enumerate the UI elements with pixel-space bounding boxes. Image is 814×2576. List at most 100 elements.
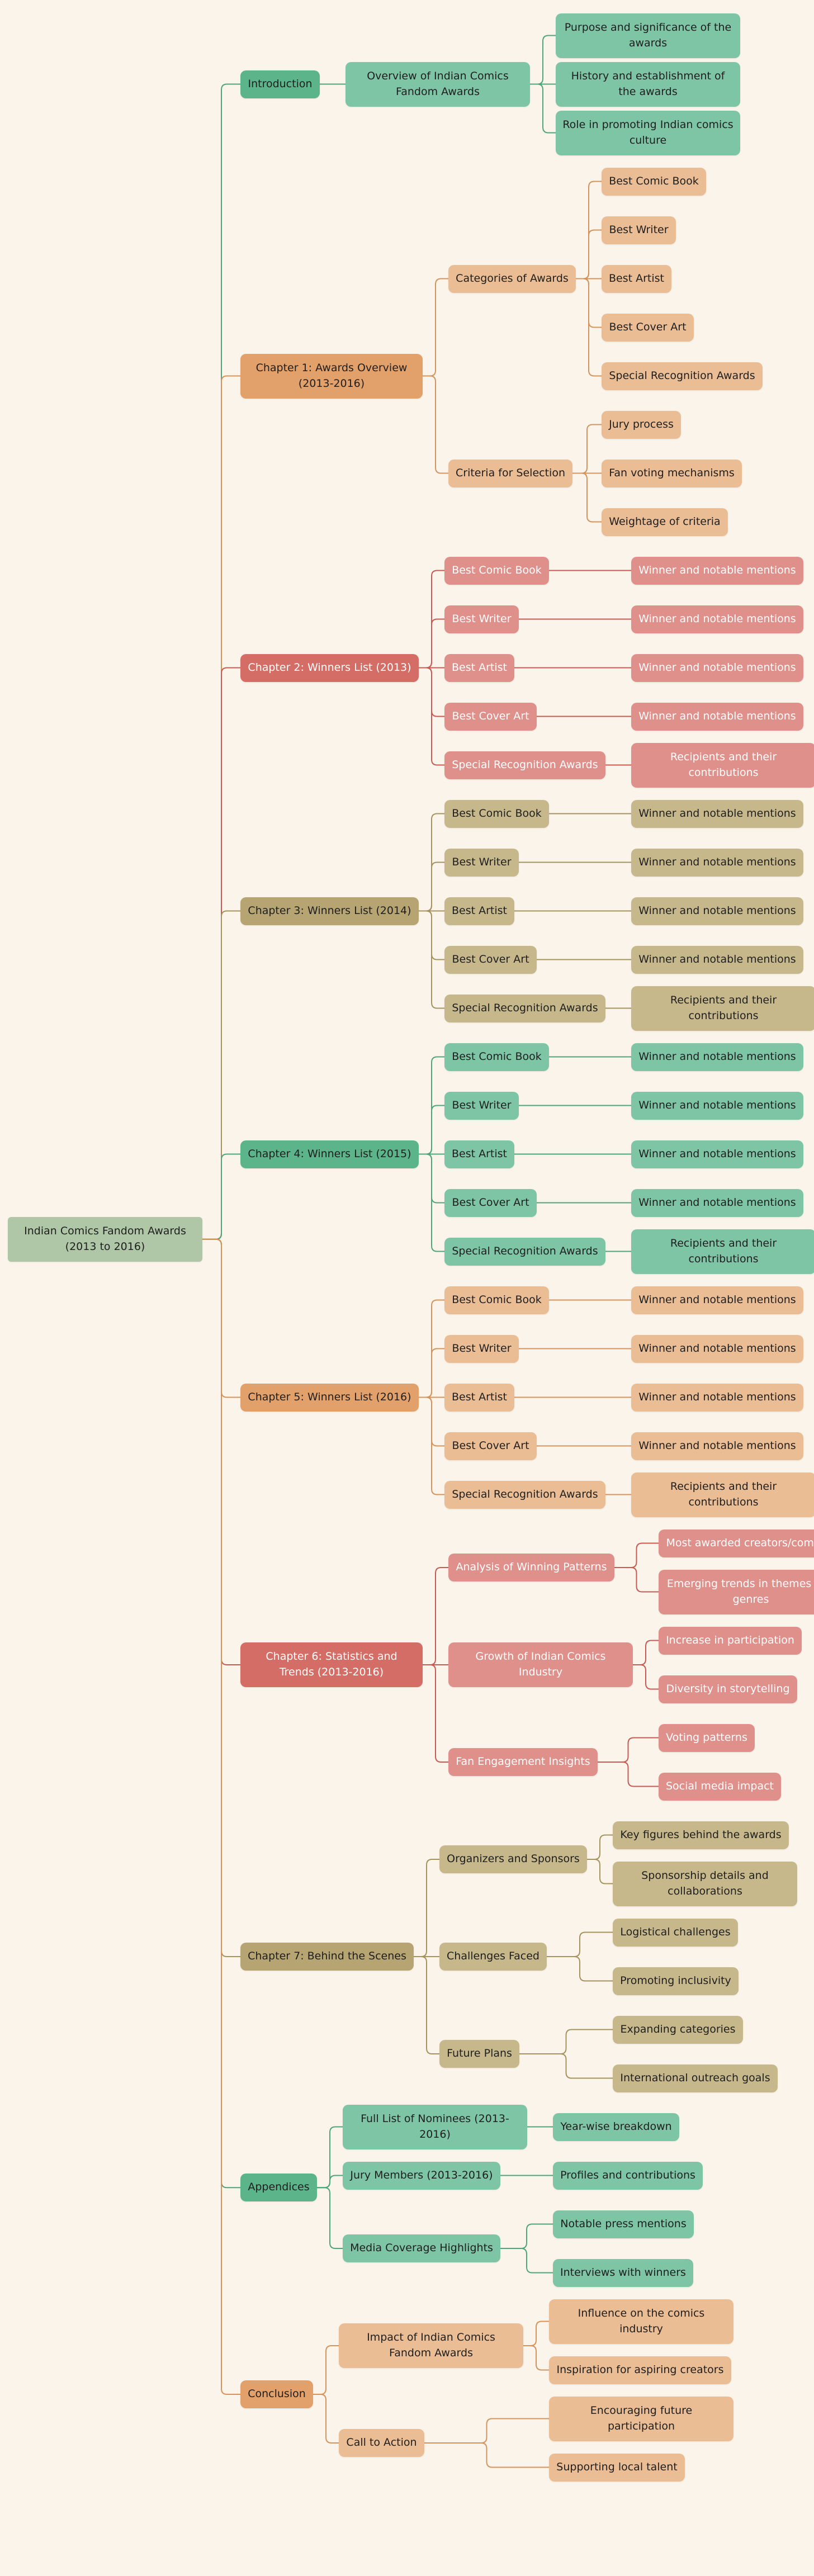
detail-node-6-1-1: Diversity in storytelling xyxy=(659,1675,797,1703)
topic-node-4-0: Best Comic Book xyxy=(444,1043,549,1071)
connector xyxy=(202,1153,240,1240)
connector xyxy=(576,229,602,280)
topic-node-9-0: Impact of Indian Comics Fandom Awards xyxy=(339,2323,523,2368)
chapter-node-9: Conclusion xyxy=(240,2380,313,2408)
detail-node-2-4-0: Recipients and their contributions xyxy=(631,742,814,788)
detail-node-8-2-1: Interviews with winners xyxy=(553,2258,693,2287)
connector xyxy=(419,910,444,1009)
connector xyxy=(423,1567,448,1665)
chapter-node-8: Appendices xyxy=(240,2174,317,2202)
detail-node-5-3-0: Winner and notable mentions xyxy=(631,1432,803,1460)
connector xyxy=(313,2394,339,2444)
chapter-node-0: Introduction xyxy=(240,70,320,98)
detail-node-1-0-4: Special Recognition Awards xyxy=(602,362,763,390)
topic-node-6-2: Fan Engagement Insights xyxy=(448,1748,598,1776)
connector xyxy=(572,472,602,523)
detail-node-2-3-0: Winner and notable mentions xyxy=(631,702,803,731)
connector xyxy=(423,278,448,377)
connector xyxy=(614,1542,659,1568)
detail-node-9-1-0: Encouraging future participation xyxy=(549,2396,733,2441)
detail-node-7-0-0: Key figures behind the awards xyxy=(613,1821,789,1849)
connector xyxy=(419,910,444,960)
detail-node-4-0-0: Winner and notable mentions xyxy=(631,1043,803,1071)
topic-node-4-2: Best Artist xyxy=(444,1140,514,1168)
connector xyxy=(317,2187,343,2249)
detail-node-7-1-1: Promoting inclusivity xyxy=(613,1967,739,1995)
detail-node-1-0-1: Best Writer xyxy=(602,216,676,244)
detail-node-2-0-0: Winner and notable mentions xyxy=(631,556,803,585)
connector xyxy=(414,1859,439,1957)
topic-node-9-1: Call to Action xyxy=(339,2429,424,2457)
connector xyxy=(202,1238,240,1957)
topic-node-6-1: Growth of Indian Comics Industry xyxy=(448,1642,633,1687)
topic-node-3-4: Special Recognition Awards xyxy=(444,994,605,1022)
chapter-node-3: Chapter 3: Winners List (2014) xyxy=(240,897,419,925)
connector xyxy=(202,1238,240,2189)
detail-node-1-0-0: Best Comic Book xyxy=(602,167,706,196)
connector xyxy=(523,2345,549,2371)
topic-node-6-0: Analysis of Winning Patterns xyxy=(448,1554,614,1581)
topic-node-2-1: Best Writer xyxy=(444,605,519,633)
connector xyxy=(419,667,444,717)
detail-node-6-0-1: Emerging trends in themes and genres xyxy=(659,1569,814,1614)
detail-node-9-1-1: Supporting local talent xyxy=(549,2453,685,2482)
connector xyxy=(419,1396,444,1495)
connector xyxy=(419,1396,444,1447)
connector xyxy=(576,181,602,280)
topic-node-5-4: Special Recognition Awards xyxy=(444,1480,605,1509)
connector xyxy=(419,667,444,766)
connector xyxy=(424,2418,549,2444)
topic-node-3-0: Best Comic Book xyxy=(444,799,549,828)
connector xyxy=(202,1238,240,1665)
connector xyxy=(313,2345,339,2395)
topic-node-2-4: Special Recognition Awards xyxy=(444,751,605,779)
detail-node-2-2-0: Winner and notable mentions xyxy=(631,654,803,682)
topic-node-1-1: Criteria for Selection xyxy=(448,459,572,487)
connector xyxy=(419,1105,444,1155)
connector xyxy=(598,1761,659,1787)
connector xyxy=(519,2029,613,2054)
connector xyxy=(598,1737,659,1763)
detail-node-8-0-0: Year-wise breakdown xyxy=(553,2113,679,2141)
topic-node-5-1: Best Writer xyxy=(444,1334,519,1363)
topic-node-7-2: Future Plans xyxy=(439,2040,519,2068)
detail-node-7-1-0: Logistical challenges xyxy=(613,1918,738,1947)
chapter-node-1: Chapter 1: Awards Overview (2013-2016) xyxy=(240,353,423,399)
detail-node-0-0-0: Purpose and significance of the awards xyxy=(556,13,740,58)
chapter-node-6: Chapter 6: Statistics and Trends (2013-2… xyxy=(240,1642,423,1687)
connector xyxy=(202,1238,240,1398)
root-node: Indian Comics Fandom Awards (2013 to 201… xyxy=(8,1216,202,1262)
connector xyxy=(419,861,444,912)
connector xyxy=(202,667,240,1240)
connector xyxy=(633,1664,659,1690)
connector xyxy=(519,2053,613,2079)
detail-node-3-1-0: Winner and notable mentions xyxy=(631,848,803,877)
detail-node-5-2-0: Winner and notable mentions xyxy=(631,1383,803,1412)
connector xyxy=(500,2223,553,2249)
connector xyxy=(419,1299,444,1398)
topic-node-3-1: Best Writer xyxy=(444,848,519,877)
detail-node-6-2-0: Voting patterns xyxy=(659,1723,755,1752)
connector xyxy=(202,375,240,1240)
detail-node-4-1-0: Winner and notable mentions xyxy=(631,1091,803,1120)
connector xyxy=(523,2321,549,2346)
detail-node-2-1-0: Winner and notable mentions xyxy=(631,605,803,633)
connector xyxy=(576,278,602,377)
detail-node-8-2-0: Notable press mentions xyxy=(553,2210,694,2238)
detail-node-3-2-0: Winner and notable mentions xyxy=(631,897,803,925)
connector xyxy=(547,1956,613,1982)
detail-node-5-1-0: Winner and notable mentions xyxy=(631,1334,803,1363)
topic-node-4-1: Best Writer xyxy=(444,1091,519,1120)
connector xyxy=(614,1567,659,1593)
connector xyxy=(424,2442,549,2468)
detail-node-1-0-3: Best Cover Art xyxy=(602,313,694,342)
connector xyxy=(419,570,444,669)
detail-node-8-1-0: Profiles and contributions xyxy=(553,2161,703,2190)
chapter-node-4: Chapter 4: Winners List (2015) xyxy=(240,1140,419,1168)
chapter-node-7: Chapter 7: Behind the Scenes xyxy=(240,1943,414,1971)
connector xyxy=(419,618,444,669)
topic-node-7-1: Challenges Faced xyxy=(439,1943,547,1971)
detail-node-4-3-0: Winner and notable mentions xyxy=(631,1188,803,1217)
detail-node-5-4-0: Recipients and their contributions xyxy=(631,1472,814,1517)
